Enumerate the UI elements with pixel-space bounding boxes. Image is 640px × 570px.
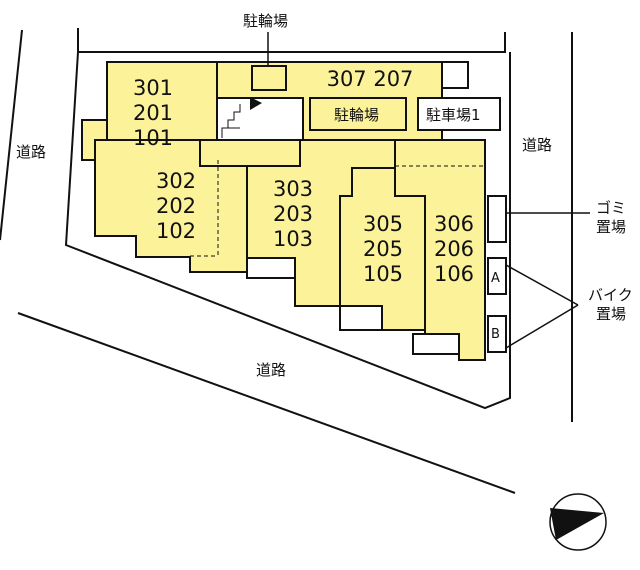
bike-spot-b-box (487, 315, 507, 353)
unit-303: 303 (273, 177, 313, 201)
bike-spot-a-box (487, 257, 507, 295)
road-edge-bottom (17, 312, 516, 494)
unit-205: 205 (363, 237, 403, 261)
unit-307-207: 307 207 (327, 67, 414, 91)
bike-pointer-a (505, 264, 579, 306)
unit-305: 305 (363, 212, 403, 236)
notch-top-right (441, 61, 469, 89)
garbage-label-2: 置場 (596, 218, 626, 236)
stair-arrow-icon (250, 97, 262, 110)
site-boundary-lower (64, 51, 511, 410)
inner-bicycle-parking-label: 駐輪場 (334, 106, 379, 124)
unit-306: 306 (434, 212, 474, 236)
unit-302: 302 (156, 169, 196, 193)
unit-102: 102 (156, 219, 196, 243)
unit-203: 203 (273, 202, 313, 226)
unit-106: 106 (434, 262, 474, 286)
site-boundary (77, 28, 506, 53)
bike-spot-a: A (491, 271, 500, 286)
unit-201: 201 (133, 101, 173, 125)
road-label-bottom: 道路 (256, 361, 286, 379)
road-label-left: 道路 (16, 143, 46, 161)
stair-core (199, 139, 301, 167)
bike-spot-b: B (491, 327, 500, 342)
car-parking-box (417, 97, 501, 131)
bicycle-parking-top-label: 駐輪場 (243, 12, 288, 30)
bike-pointer-b (505, 304, 579, 349)
garbage-area (487, 195, 507, 243)
notch-1 (246, 257, 296, 279)
notch-3 (412, 333, 460, 355)
unit-labels: 301 201 101 302 202 102 303 203 103 305 … (133, 67, 474, 286)
unit-206: 206 (434, 237, 474, 261)
road-edge-left (0, 29, 23, 241)
unit-301: 301 (133, 76, 173, 100)
bike-parking-label-2: 置場 (596, 305, 626, 323)
unit-105: 105 (363, 262, 403, 286)
unit-101: 101 (133, 126, 173, 150)
garbage-label-1: ゴミ (596, 199, 626, 217)
bicycle-parking-top-box (251, 65, 287, 91)
bike-parking-label-1: バイク (588, 286, 633, 304)
notch-2 (339, 305, 383, 331)
stairs-icon (221, 104, 241, 138)
car-parking-label: 駐車場1 (426, 106, 481, 124)
unit-103: 103 (273, 227, 313, 251)
stair-well (216, 97, 304, 141)
inner-bicycle-parking-box (309, 97, 407, 131)
north-compass-icon (549, 493, 607, 551)
road-label-right: 道路 (522, 136, 552, 154)
unit-202: 202 (156, 194, 196, 218)
